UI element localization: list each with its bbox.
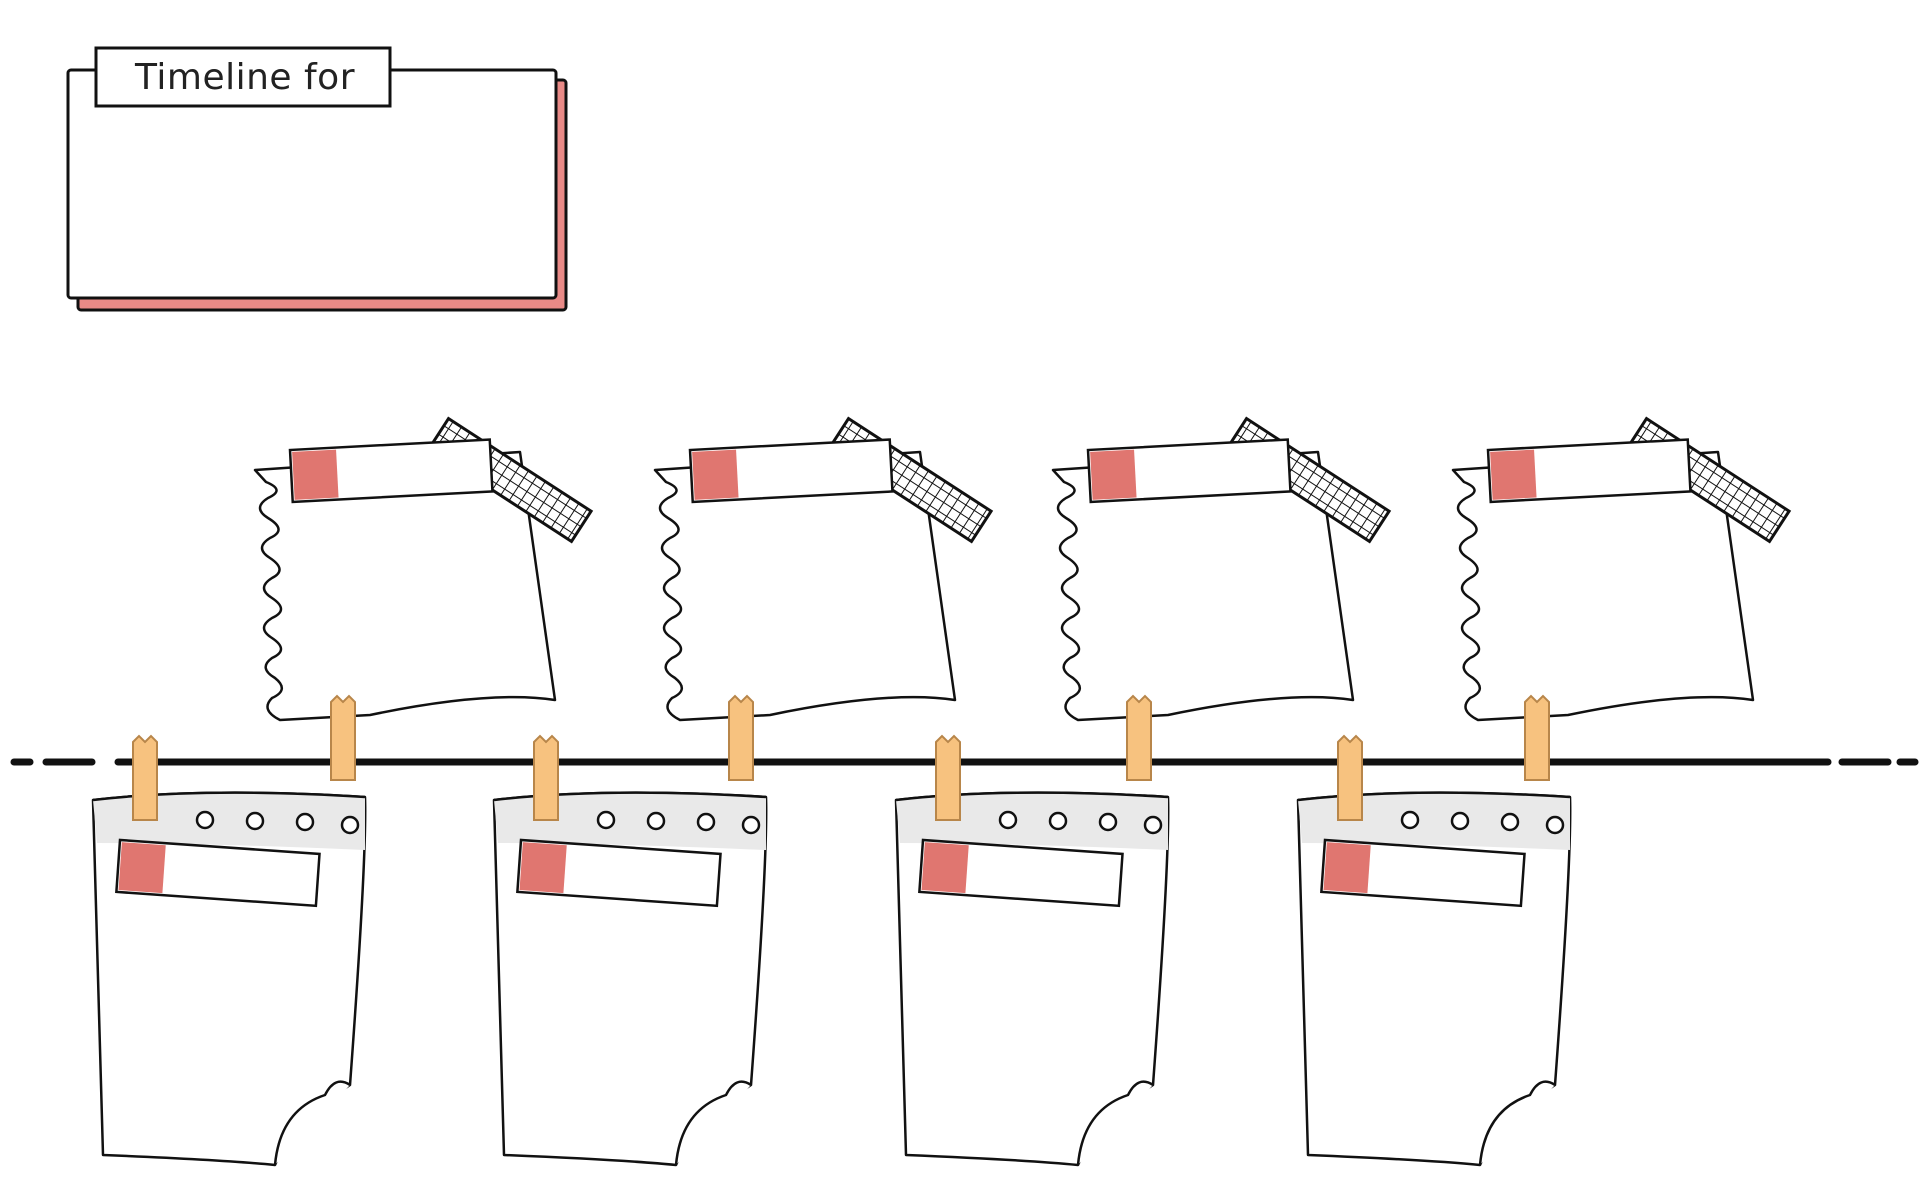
lower-note-4 <box>1296 791 1572 1167</box>
lower-note-3 <box>894 791 1170 1167</box>
title-label: Timeline for <box>134 56 355 98</box>
lower-note-1 <box>91 791 367 1167</box>
clothespin-icon <box>1337 735 1363 821</box>
lower-note-2 <box>492 791 768 1167</box>
clothespin-icon <box>728 695 754 781</box>
clothespin-icon <box>132 735 158 821</box>
clothespin-icon <box>1524 695 1550 781</box>
clothespin-icon <box>1126 695 1152 781</box>
clothespin-icon <box>330 695 356 781</box>
clothespin-icon <box>533 735 559 821</box>
upper-note-3 <box>1051 417 1391 722</box>
title-value[interactable] <box>90 130 540 280</box>
title-card <box>66 46 568 312</box>
upper-note-4 <box>1451 417 1791 722</box>
upper-note-2 <box>653 417 993 722</box>
clothespin-icon <box>935 735 961 821</box>
upper-note-1 <box>253 417 593 722</box>
